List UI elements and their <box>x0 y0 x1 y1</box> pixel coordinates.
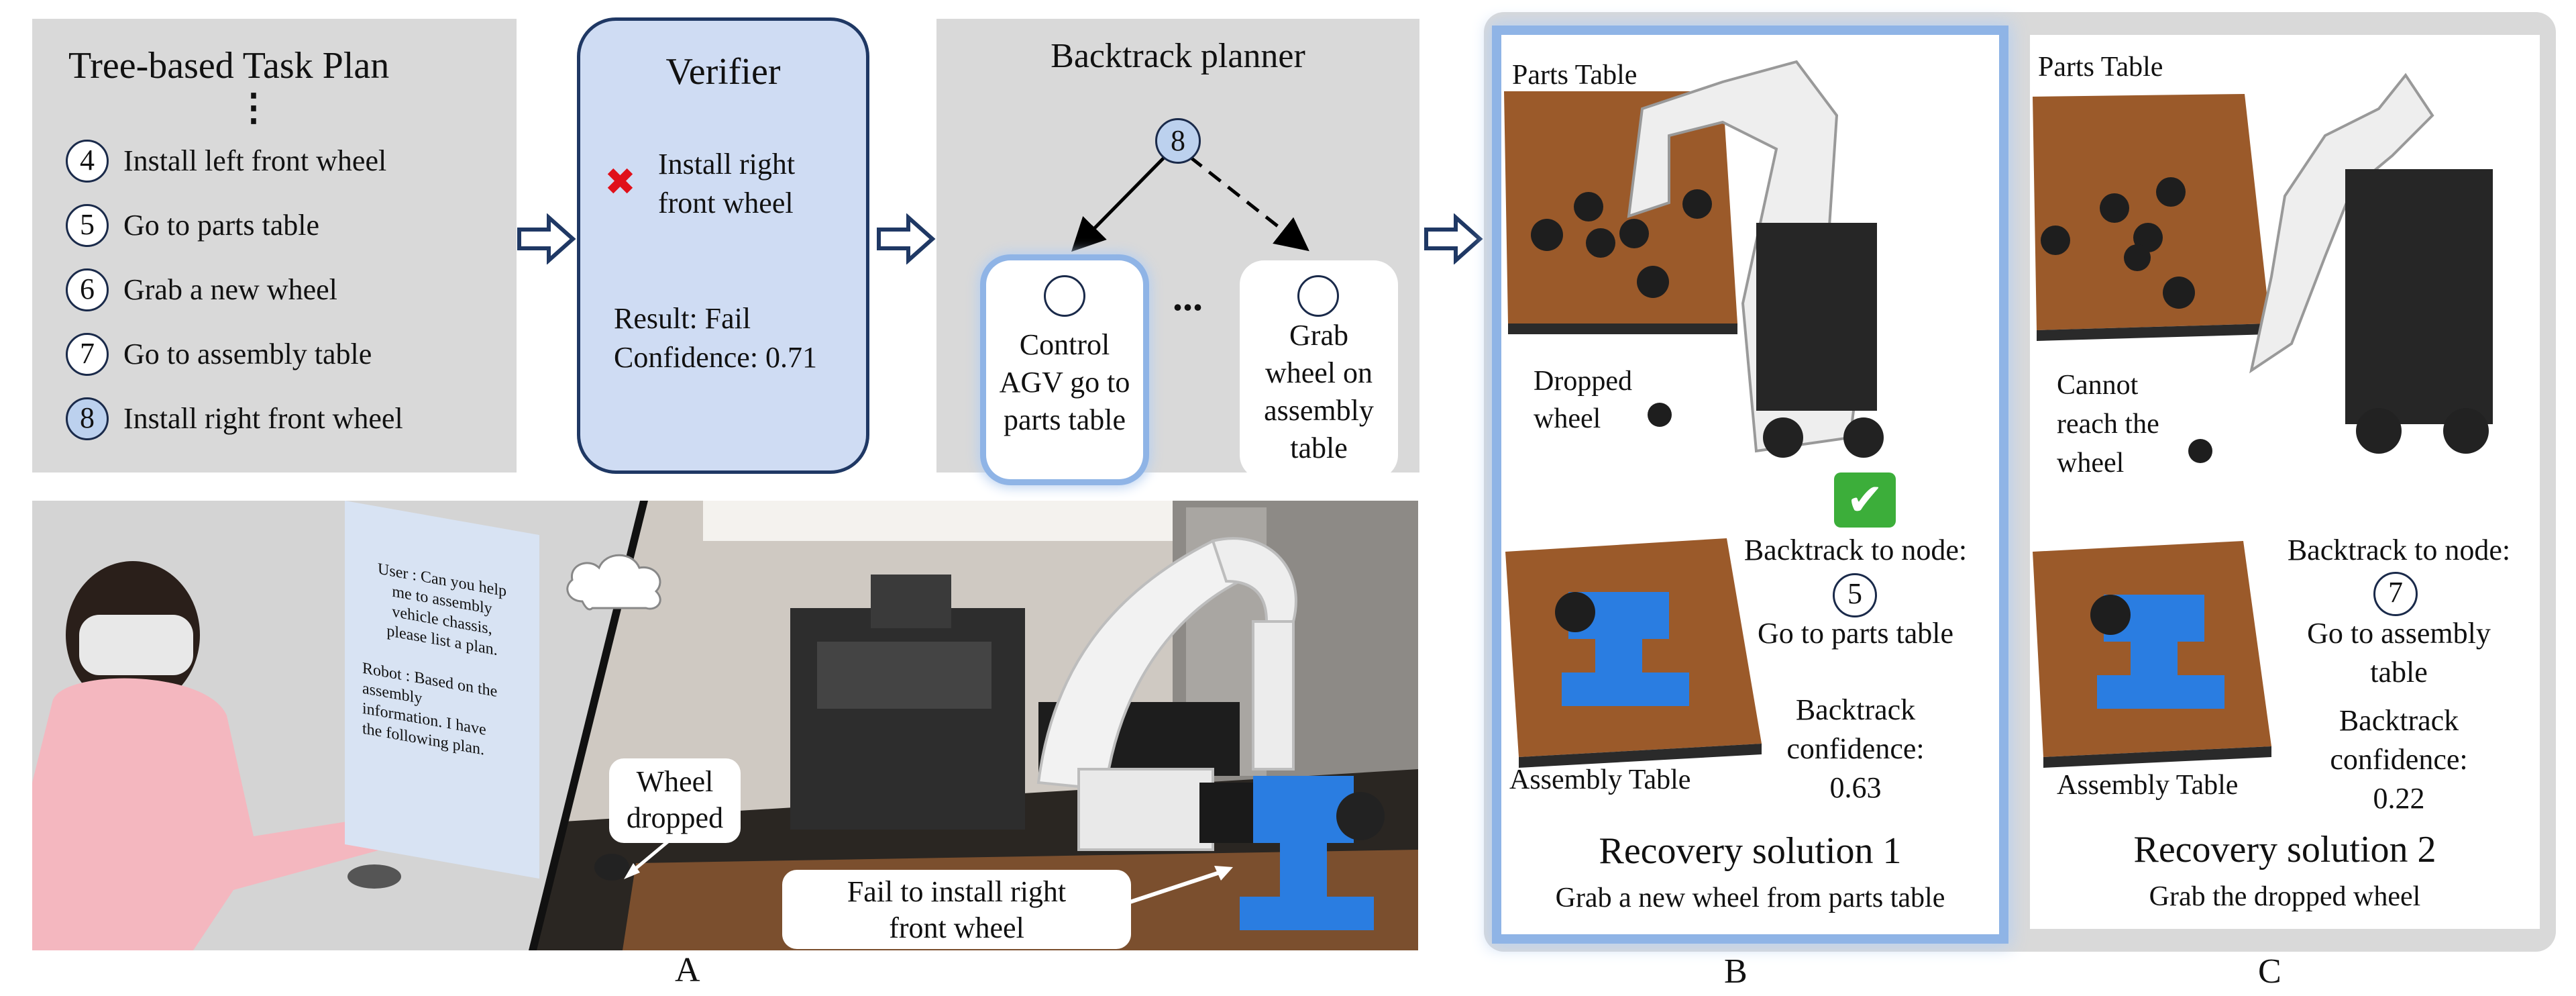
assembly-table-illustration <box>1505 538 1762 768</box>
verifier-title: Verifier <box>665 51 781 93</box>
assembly-table-illustration <box>2033 541 2271 768</box>
callout-line: Wheel <box>636 765 714 798</box>
task-plan-item-label: Install left front wheel <box>123 144 387 177</box>
task-plan-item-label: Go to assembly table <box>123 338 372 370</box>
flow-arrow-icon <box>877 213 936 264</box>
candidate-node-right: Grab wheel on assembly table <box>1240 260 1398 479</box>
recovery-title: Recovery solution 2 <box>2133 829 2436 870</box>
verifier-task-line2: front wheel <box>658 187 794 219</box>
node-circle: 6 <box>66 268 109 311</box>
dropped-wheel-line: wheel <box>1534 403 1601 434</box>
lab-scene-illustration <box>32 501 1418 950</box>
panel-label-c: C <box>2258 952 2282 991</box>
panel-label-a: A <box>675 951 700 989</box>
verifier-confidence: Confidence: 0.71 <box>614 341 818 374</box>
backtrack-node-circle: 5 <box>1833 573 1877 617</box>
recovery-title: Recovery solution 1 <box>1599 830 1902 872</box>
flow-arrow-icon <box>517 213 576 264</box>
node-circle: 5 <box>66 204 109 247</box>
callout-pointer <box>1105 866 1233 912</box>
wheel-dropped-callout: Wheel dropped <box>609 758 741 843</box>
parts-table-robot-illustration <box>2033 72 2493 463</box>
backtrack-to-label: Backtrack to node: <box>2287 534 2511 566</box>
task-plan-item-label: Go to parts table <box>123 209 320 242</box>
confidence-line: Backtrack <box>1795 693 1916 726</box>
callout-line: front wheel <box>889 911 1024 944</box>
cannot-reach-line: wheel <box>2057 448 2125 479</box>
confidence-line: confidence: <box>2330 743 2468 776</box>
scene-photo-a: User : Can you help me to assembly vehic… <box>32 501 1418 950</box>
node-circle: 7 <box>66 333 109 376</box>
fail-icon: ✖ <box>604 160 636 204</box>
root-node: 8 <box>1155 118 1201 164</box>
backtrack-node-label-line: Go to assembly <box>2307 617 2491 650</box>
task-plan-item-label: Grab a new wheel <box>123 273 337 306</box>
parts-table-label: Parts Table <box>2038 52 2163 83</box>
callout-line: dropped <box>626 801 724 834</box>
backtrack-to-label: Backtrack to node: <box>1743 534 1968 566</box>
backtrack-node-label-line: table <box>2370 656 2428 689</box>
recovery-solution-1: Parts Table Dropped wheel ✔ Backtrack to… <box>1501 35 1999 934</box>
backtrack-node-label: Go to parts table <box>1757 617 1954 650</box>
node-circle-highlighted: 8 <box>66 397 109 440</box>
node-circle <box>1297 275 1339 317</box>
ar-dialog-panel: User : Can you help me to assembly vehic… <box>345 501 539 879</box>
task-plan-panel: Tree-based Task Plan ⋮ 4 Install left fr… <box>32 19 517 472</box>
backtrack-planner-panel: Backtrack planner 8 Control AGV go to pa… <box>936 19 1419 479</box>
verifier-task-line1: Install right <box>658 148 796 181</box>
dropped-wheel-line: Dropped <box>1534 366 1632 397</box>
cannot-reach-line: Cannot <box>2057 370 2139 401</box>
backtrack-planner-title: Backtrack planner <box>1051 37 1305 75</box>
backtrack-node-circle: 7 <box>2373 572 2418 616</box>
task-plan-title: Tree-based Task Plan <box>68 45 390 87</box>
candidate-node-left: Control AGV go to parts table <box>986 260 1143 479</box>
node-label-line: assembly <box>1264 394 1374 427</box>
callout-line: Fail to install right <box>847 875 1067 908</box>
panel-label-b: B <box>1724 952 1748 991</box>
flow-arrow-icon <box>1424 213 1483 264</box>
node-label-line: Grab <box>1289 319 1348 352</box>
confidence-line: Backtrack <box>2339 704 2459 737</box>
node-circle: 4 <box>66 140 109 183</box>
node-circle <box>1044 275 1085 317</box>
verifier-panel: Verifier ✖ Install right front wheel Res… <box>577 17 869 474</box>
callout-pointer <box>624 839 671 879</box>
assembly-table-label: Assembly Table <box>2057 770 2239 801</box>
task-plan-item-label: Install right front wheel <box>123 402 403 435</box>
check-icon: ✔ <box>1834 472 1896 528</box>
verifier-result: Result: Fail <box>614 302 751 335</box>
parts-table-robot-illustration <box>1504 60 1884 458</box>
recovery-subtitle: Grab a new wheel from parts table <box>1555 883 1945 913</box>
node-label-line: wheel on <box>1265 356 1373 389</box>
node-label-line: Control <box>1019 328 1110 361</box>
node-label-line: AGV go to <box>999 366 1130 399</box>
fail-install-callout: Fail to install right front wheel <box>782 870 1131 949</box>
sibling-ellipsis: ... <box>1173 275 1203 319</box>
confidence-line: 0.22 <box>2373 782 2425 815</box>
recovery-subtitle: Grab the dropped wheel <box>2149 881 2421 912</box>
confidence-line: confidence: <box>1786 732 1925 765</box>
node-label-line: table <box>1290 432 1348 464</box>
confidence-line: 0.63 <box>1829 771 1882 804</box>
tree-edges <box>1071 156 1309 252</box>
task-plan-ellipsis: ⋮ <box>235 87 272 129</box>
assembly-table-label: Assembly Table <box>1509 764 1691 795</box>
node-label-line: parts table <box>1003 403 1126 436</box>
parts-table-label: Parts Table <box>1512 60 1638 91</box>
recovery-solution-2: Parts Table Cannot reach the wheel Backt… <box>2030 35 2540 929</box>
cannot-reach-line: reach the <box>2057 409 2159 440</box>
